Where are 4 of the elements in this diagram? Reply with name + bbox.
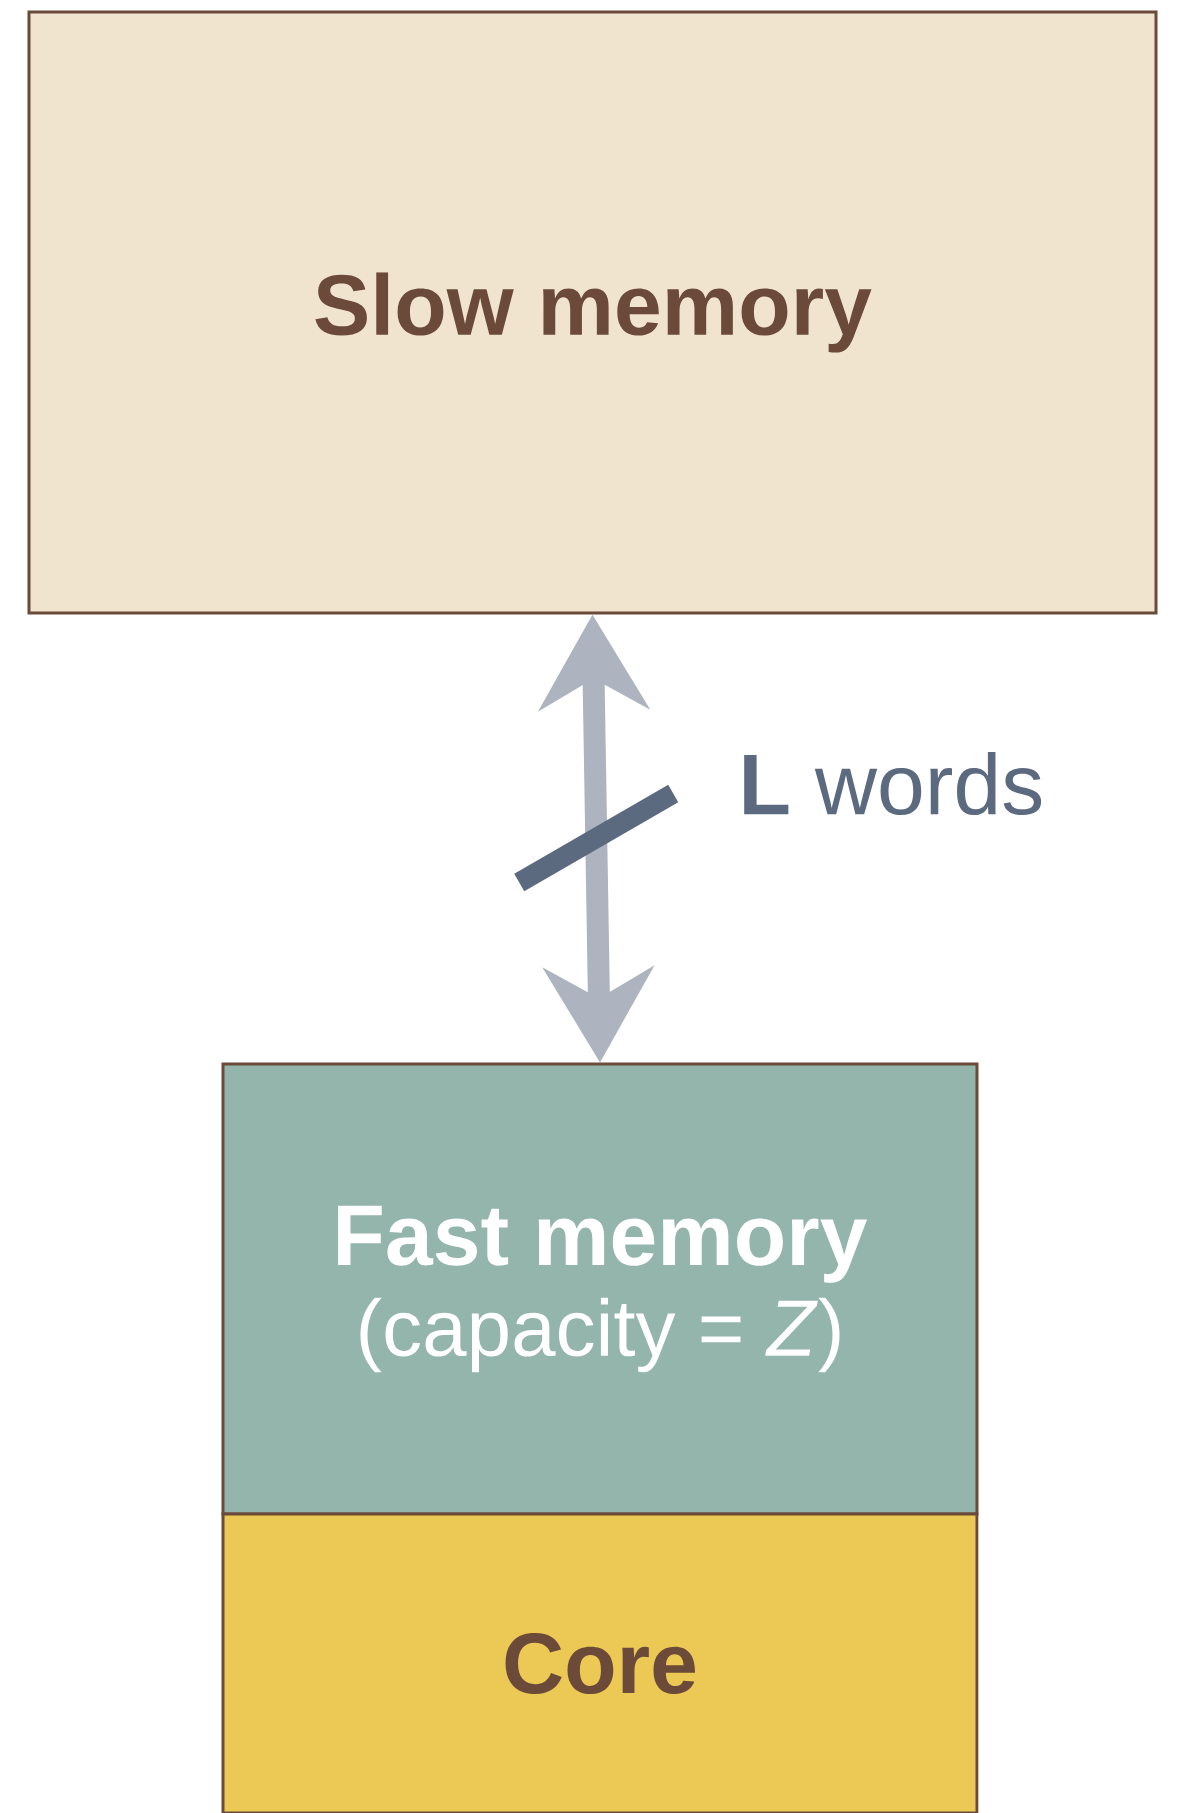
memory-box: Slow memory [27,10,1158,615]
edge-label: L words [744,751,1042,816]
core-box: Core [221,1512,979,1813]
memory-box: Fast memory (capacity = Z) [221,1062,979,1516]
